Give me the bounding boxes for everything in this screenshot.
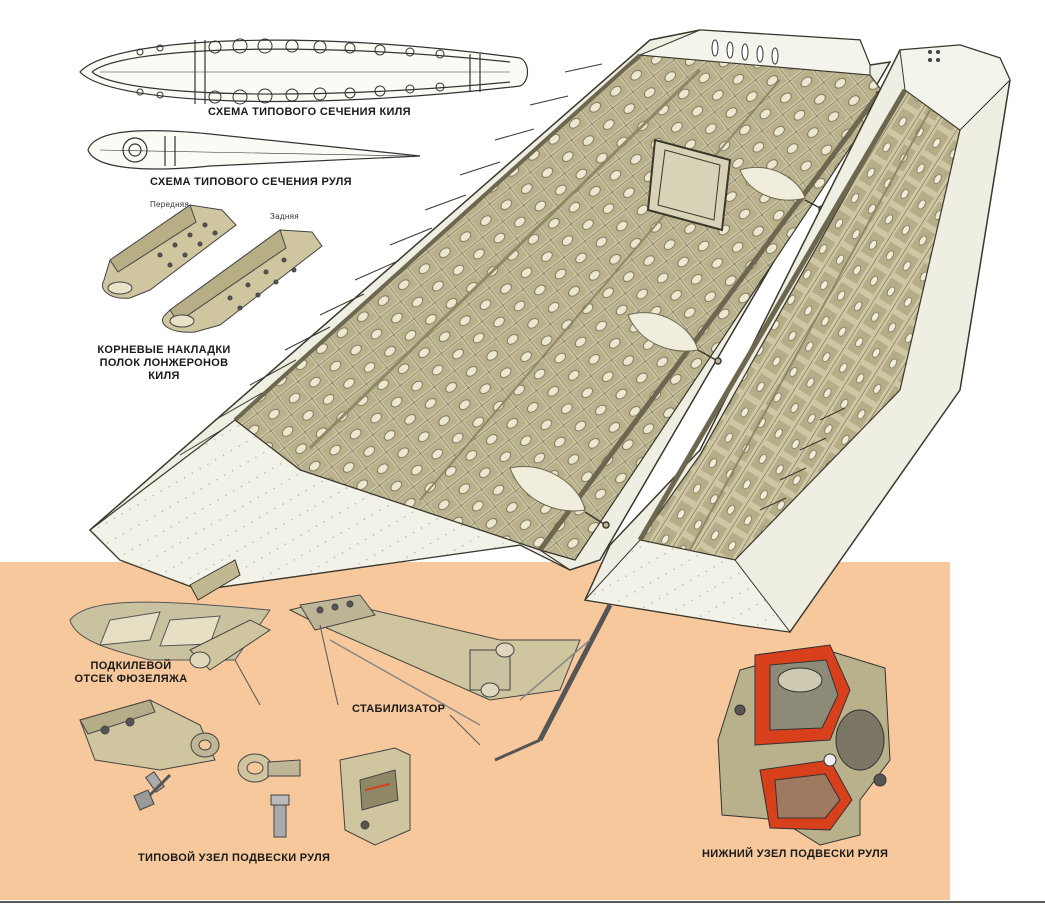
fin-structure — [88, 29, 898, 601]
rear-plate-label: Задняя — [270, 212, 299, 221]
rudder-structure — [494, 44, 1011, 762]
lower-hinge-label: НИЖНИЙ УЗЕЛ ПОДВЕСКИ РУЛЯ — [702, 848, 889, 860]
fuselage-bay-label: ПОДКИЛЕВОЙ ОТСЕК ФЮЗЕЛЯЖА — [56, 660, 206, 686]
stabilizer-assembly — [288, 594, 591, 726]
fin-section-scheme — [79, 38, 529, 105]
fuselage-bay — [69, 601, 271, 671]
root-plates-line-1: КОРНЕВЫЕ НАКЛАДКИ — [97, 344, 231, 356]
fin-section-label: СХЕМА ТИПОВОГО СЕЧЕНИЯ КИЛЯ — [208, 106, 411, 118]
typical-hinge-parts — [79, 699, 411, 846]
root-plates-label: КОРНЕВЫЕ НАКЛАДКИ ПОЛОК ЛОНЖЕРОНОВ КИЛЯ — [88, 344, 240, 383]
fuselage-bay-line-2: ОТСЕК ФЮЗЕЛЯЖА — [74, 673, 188, 685]
rear-root-plate — [162, 229, 323, 333]
root-plates-line-2: ПОЛОК ЛОНЖЕРОНОВ — [99, 357, 229, 369]
lower-hinge-cutaway — [717, 644, 891, 846]
root-plates-line-3: КИЛЯ — [148, 370, 180, 382]
rudder-section-scheme — [87, 129, 421, 170]
typical-hinge-label: ТИПОВОЙ УЗЕЛ ПОДВЕСКИ РУЛЯ — [138, 852, 331, 864]
front-plate-label: Передняя — [150, 200, 190, 209]
fuselage-bay-line-1: ПОДКИЛЕВОЙ — [90, 660, 172, 672]
stabilizer-label: СТАБИЛИЗАТОР — [352, 703, 446, 715]
front-root-plate — [102, 204, 237, 299]
rudder-section-label: СХЕМА ТИПОВОГО СЕЧЕНИЯ РУЛЯ — [150, 176, 352, 188]
leader-lines — [234, 624, 481, 746]
